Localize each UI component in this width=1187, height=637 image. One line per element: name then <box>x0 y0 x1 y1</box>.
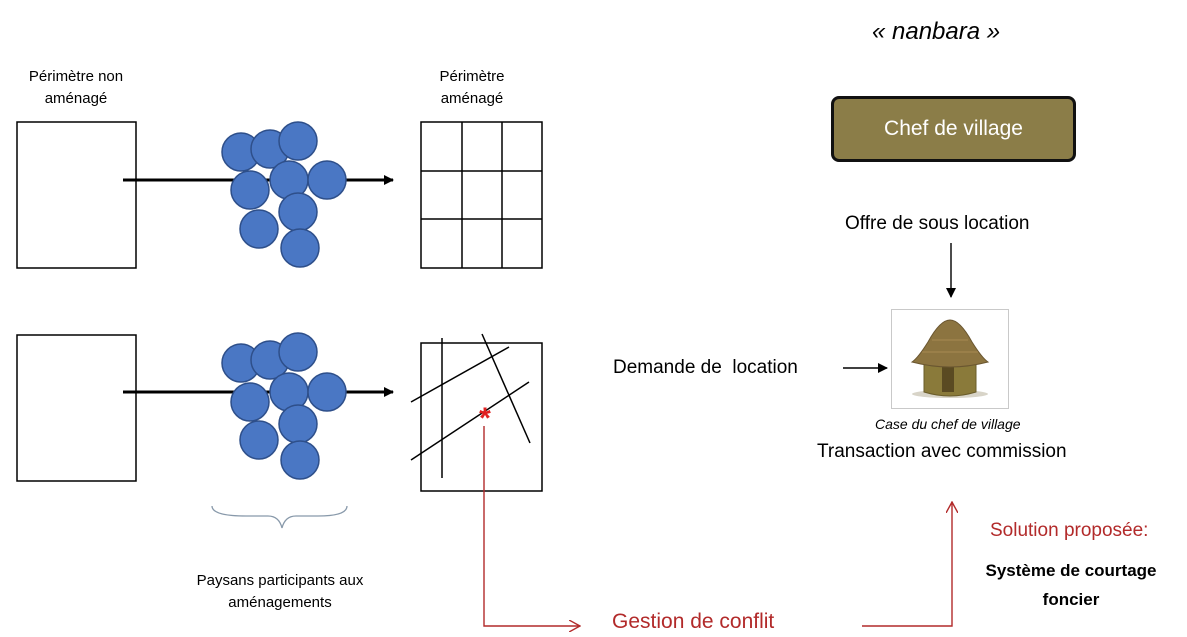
page-title: « nanbara » <box>872 18 1001 45</box>
solution-arrow <box>862 502 952 627</box>
asterisk-icon: * <box>479 402 491 435</box>
transaction-label: Transaction avec commission <box>817 441 1067 462</box>
managed-perimeter-label: Périmètre aménagé <box>439 68 505 107</box>
hut-frame <box>891 309 1009 409</box>
conflicted-perimeter <box>410 333 543 492</box>
farmers-cluster-top <box>221 121 347 268</box>
participants-label: Paysans participants aux aménagements <box>196 572 364 611</box>
chief-box: Chef de village <box>831 96 1076 162</box>
demand-label: Demande de location <box>613 357 798 378</box>
managed-perimeter-grid <box>420 121 543 269</box>
unmanaged-perimeter-bottom <box>16 334 137 482</box>
unmanaged-perimeter-label: Périmètre non aménagé <box>28 68 124 107</box>
hut-caption: Case du chef de village <box>875 416 1021 432</box>
conflict-arrow <box>483 426 580 626</box>
farmers-cluster-bottom <box>221 332 347 480</box>
unmanaged-perimeter-top <box>16 121 137 269</box>
conflict-label: Gestion de conflit <box>612 610 775 633</box>
solution-name: Système de courtage foncier <box>985 561 1157 609</box>
hut-icon <box>910 319 990 398</box>
solution-heading: Solution proposée: <box>990 520 1149 541</box>
brace <box>211 505 348 529</box>
offer-label: Offre de sous location <box>845 213 1030 234</box>
